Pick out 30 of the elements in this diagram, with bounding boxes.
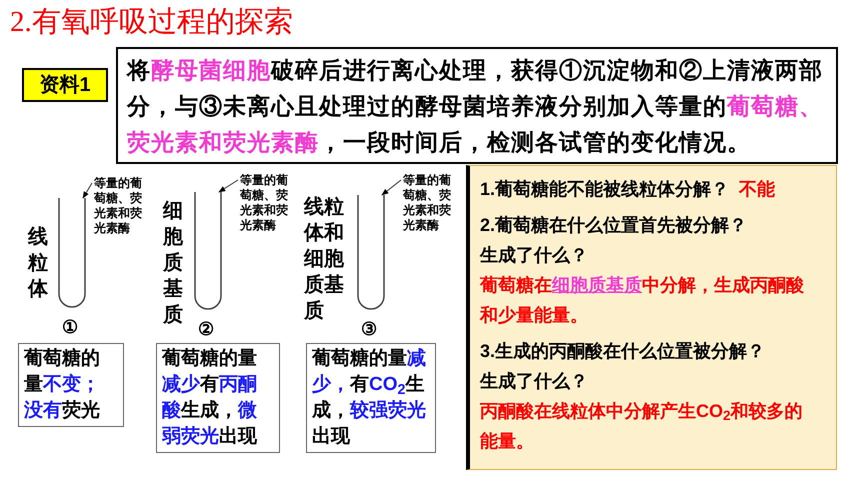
reagent-note: 等量的葡萄糖、荧光素和荧光素酶	[240, 173, 296, 233]
material-text-box: 将酵母菌细胞破碎后进行离心处理，获得①沉淀物和②上清液两部分，与③未离心且处理过的酵母菌培养液分别加入等量的葡萄糖、荧光素和荧光素酶，一段时间后，检测各试管的变化情况。	[116, 47, 838, 164]
tube-label: 线粒体和细胞质基质	[304, 195, 345, 324]
reagent-note: 等量的葡萄糖、荧光素和荧光素酶	[94, 176, 150, 236]
source-tag: 资料1	[22, 68, 108, 102]
question-text: 生成了什么？	[480, 370, 588, 393]
answer-text: 不能	[739, 178, 776, 201]
test-tube	[58, 198, 86, 308]
question-text: 生成了什么？	[480, 244, 588, 267]
tube-number: ③	[361, 320, 377, 338]
title: 2.有氧呼吸过程的探索	[10, 5, 293, 40]
answer-text: 丙酮酸在线粒体中分解产生CO$_{2}$和较多的能量。	[480, 400, 804, 453]
tube-label: 线粒体	[28, 225, 49, 302]
tube-number: ①	[62, 318, 78, 336]
tube-label: 细胞质基质	[163, 199, 184, 328]
answer-text: 葡萄糖在细胞质基质中分解，生成丙酮酸和少量能量。	[480, 274, 805, 327]
question-text: 2.葡萄糖在什么位置首先被分解？	[480, 214, 748, 237]
reagent-note: 等量的葡萄糖、荧光素和荧光素酶	[403, 173, 459, 233]
arrow	[381, 180, 402, 196]
test-tube	[357, 195, 385, 310]
arrow	[218, 180, 238, 192]
result-box: 葡萄糖的量不变；没有荧光	[18, 343, 124, 427]
result-box: 葡萄糖的量减少有丙酮酸生成，微弱荧光出现	[156, 343, 280, 453]
arrow	[82, 182, 92, 199]
test-tube	[194, 192, 222, 310]
result-box: 葡萄糖的量减少，有CO$_{2}$生成，较强荧光出现	[306, 343, 436, 453]
question-text: 1.葡萄糖能不能被线粒体分解？	[480, 178, 730, 201]
question-panel	[466, 165, 837, 470]
tube-number: ②	[198, 320, 214, 338]
question-text: 3.生成的丙酮酸在什么位置被分解？	[480, 340, 766, 363]
